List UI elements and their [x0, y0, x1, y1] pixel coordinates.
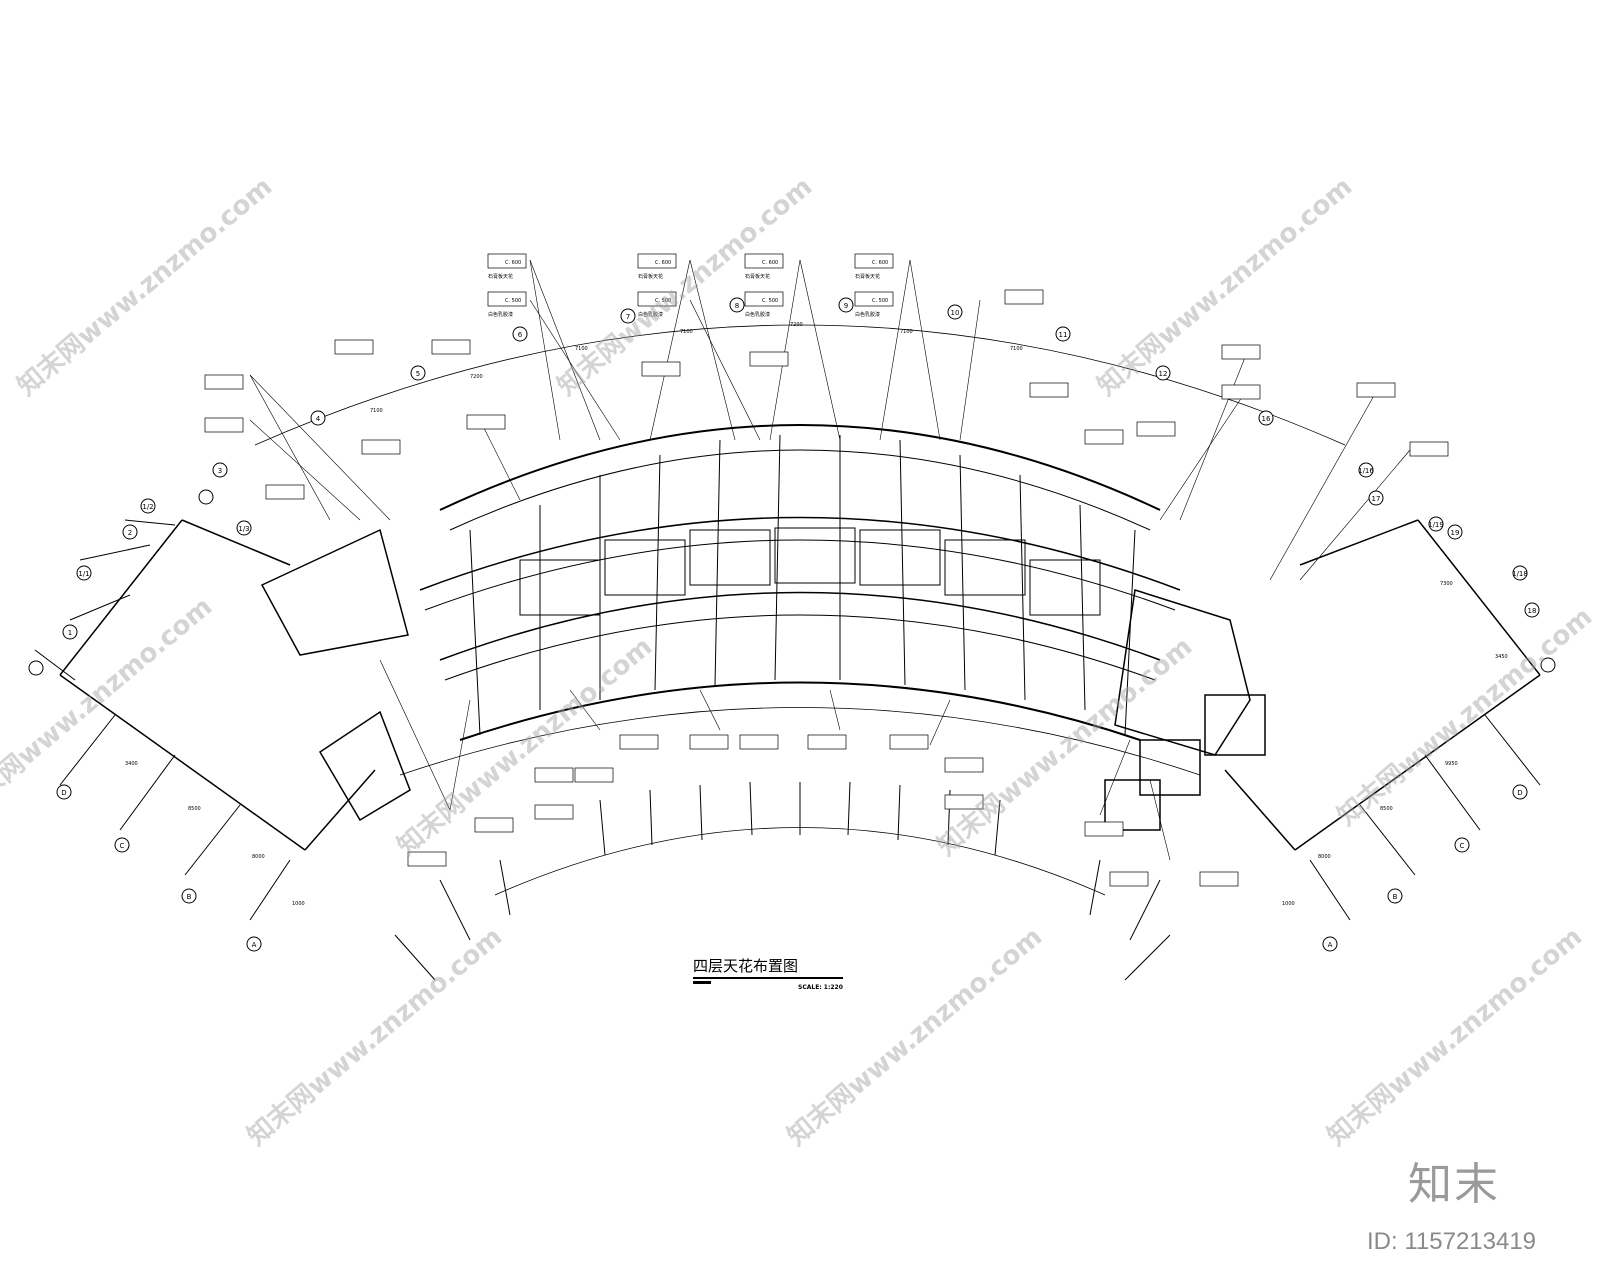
- grid-label: 6: [518, 331, 523, 339]
- dimension-text: 7200: [470, 374, 483, 380]
- grid-label: B: [1393, 893, 1398, 901]
- tag-height: C. 600: [505, 260, 521, 266]
- dimension-texts: 7100 7200 7100 7100 7200 7100 7100 8000 …: [125, 322, 1508, 907]
- dimension-text: 8500: [188, 806, 201, 812]
- tag-height: C. 500: [505, 298, 521, 304]
- dimension-text: 7200: [790, 322, 803, 328]
- grid-label: D: [61, 789, 66, 797]
- grid-label: 1/1: [78, 570, 89, 578]
- dimension-text: 1000: [1282, 901, 1295, 907]
- grid-label: 17: [1372, 495, 1381, 503]
- leader-lines: [249, 259, 1411, 861]
- grid-label: C: [120, 842, 125, 850]
- dimension-text: 7100: [1010, 346, 1023, 352]
- grid-label: 5: [416, 370, 420, 378]
- tag-height: C. 500: [655, 298, 671, 304]
- grid-label: 1/19: [1428, 521, 1444, 529]
- grid-label: 1/3: [238, 525, 249, 533]
- tag-height: C. 600: [655, 260, 671, 266]
- grid-label: A: [1328, 941, 1333, 949]
- image-id-label: ID: 1157213419: [1367, 1228, 1537, 1255]
- grid-label: 2: [128, 529, 132, 537]
- tag-note: 石膏板天花: [745, 273, 770, 280]
- grid-bubble-labels: A B C D 1 1/1 2 1/2 3 1/3 4 A B C D 18 1…: [61, 302, 1536, 949]
- grid-label: B: [187, 893, 192, 901]
- grid-label: 8: [735, 302, 739, 310]
- ceiling-tags: [204, 253, 1449, 887]
- dimension-text: 7100: [575, 346, 588, 352]
- tag-note: 石膏板天花: [855, 273, 880, 280]
- dimension-text: 8500: [1380, 806, 1393, 812]
- plan-lines: [34, 324, 1541, 981]
- tag-height: C. 600: [872, 260, 888, 266]
- dimension-text: 8000: [252, 854, 265, 860]
- tag-note: 白色乳胶漆: [855, 311, 880, 318]
- title-underline: [693, 977, 843, 979]
- dimension-text: 3400: [125, 761, 138, 767]
- grid-label: 1/2: [142, 503, 153, 511]
- title-underline-thick: [693, 981, 711, 984]
- tag-note: 白色乳胶漆: [638, 311, 663, 318]
- grid-label: 9: [844, 302, 848, 310]
- grid-label: 3: [218, 467, 222, 475]
- tag-height: C. 500: [762, 298, 778, 304]
- dimension-text: 9950: [1445, 761, 1458, 767]
- grid-label: 10: [951, 309, 960, 317]
- grid-label: 12: [1159, 370, 1168, 378]
- drawing-scale: SCALE: 1:220: [798, 984, 843, 991]
- tag-note: 石膏板天花: [638, 273, 663, 280]
- grid-label: 7: [626, 313, 630, 321]
- brand-logo: 知末: [1408, 1159, 1500, 1210]
- dimension-text: 3450: [1495, 654, 1508, 660]
- grid-label: 18: [1528, 607, 1537, 615]
- dimension-text: 7100: [370, 408, 383, 414]
- grid-label: 1/16: [1358, 467, 1374, 475]
- grid-label: 1/18: [1512, 570, 1528, 578]
- grid-label: 16: [1262, 415, 1271, 423]
- grid-label: 4: [316, 415, 321, 423]
- grid-bubbles: [28, 297, 1556, 952]
- dimension-text: 8000: [1318, 854, 1331, 860]
- dimension-text: 1000: [292, 901, 305, 907]
- tag-texts: C. 600 C. 500 C. 600 C. 500 C. 600 C. 50…: [488, 260, 888, 318]
- grid-label: 19: [1451, 529, 1460, 537]
- grid-label: 11: [1059, 331, 1068, 339]
- grid-label: C: [1460, 842, 1465, 850]
- grid-label: 1: [68, 629, 72, 637]
- dimension-text: 7100: [680, 329, 693, 335]
- tag-height: C. 500: [872, 298, 888, 304]
- tag-height: C. 600: [762, 260, 778, 266]
- grid-label: A: [252, 941, 257, 949]
- drawing-title: 四层天花布置图: [693, 957, 799, 975]
- dimension-text: 7100: [900, 329, 913, 335]
- tag-note: 白色乳胶漆: [488, 311, 513, 318]
- tag-note: 石膏板天花: [488, 273, 513, 280]
- grid-label: D: [1517, 789, 1522, 797]
- tag-note: 白色乳胶漆: [745, 311, 770, 318]
- dimension-text: 7300: [1440, 581, 1453, 587]
